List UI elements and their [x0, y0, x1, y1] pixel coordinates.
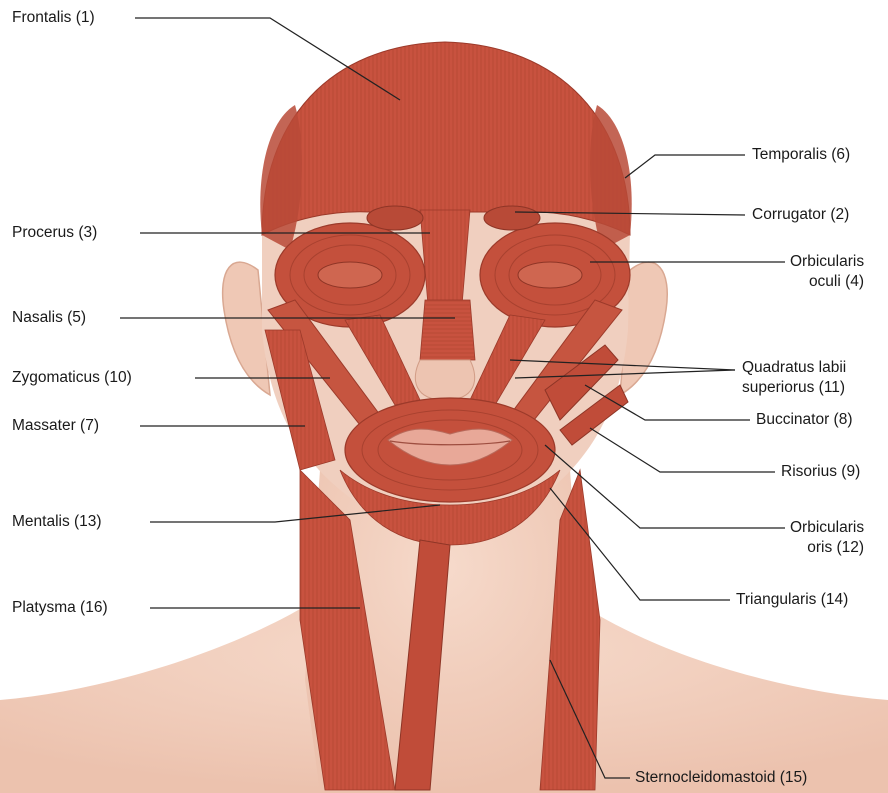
- frontalis-muscle: [262, 42, 630, 235]
- label-orbicularis-oculi-line2: oculi (4): [790, 272, 864, 292]
- label-mentalis: Mentalis (13): [12, 512, 102, 532]
- label-quadratus: Quadratus labii superiorus (11): [742, 358, 846, 398]
- label-triangularis: Triangularis (14): [736, 590, 848, 610]
- label-buccinator: Buccinator (8): [756, 410, 852, 430]
- label-orbicularis-oris: Orbicularis oris (12): [790, 518, 864, 558]
- label-corrugator: Corrugator (2): [752, 205, 849, 225]
- label-orbicularis-oris-line2: oris (12): [790, 538, 864, 558]
- label-orbicularis-oculi: Orbicularis oculi (4): [790, 252, 864, 292]
- label-quadratus-line1: Quadratus labii: [742, 358, 846, 378]
- procerus-muscle: [420, 210, 470, 305]
- label-sternocleidomastoid: Sternocleidomastoid (15): [635, 768, 807, 788]
- label-orbicularis-oris-line1: Orbicularis: [790, 518, 864, 538]
- corrugator-left: [367, 206, 423, 230]
- label-zygomaticus: Zygomaticus (10): [12, 368, 132, 388]
- label-platysma: Platysma (16): [12, 598, 108, 618]
- label-nasalis: Nasalis (5): [12, 308, 86, 328]
- nose: [415, 360, 474, 400]
- label-quadratus-line2: superiorus (11): [742, 378, 846, 398]
- label-massater: Massater (7): [12, 416, 99, 436]
- corrugator-right: [484, 206, 540, 230]
- label-orbicularis-oculi-line1: Orbicularis: [790, 252, 864, 272]
- eye-left: [318, 262, 382, 288]
- label-frontalis: Frontalis (1): [12, 8, 95, 28]
- nasalis-muscle: [420, 300, 475, 360]
- label-temporalis: Temporalis (6): [752, 145, 850, 165]
- label-risorius: Risorius (9): [781, 462, 860, 482]
- eye-right: [518, 262, 582, 288]
- label-procerus: Procerus (3): [12, 223, 97, 243]
